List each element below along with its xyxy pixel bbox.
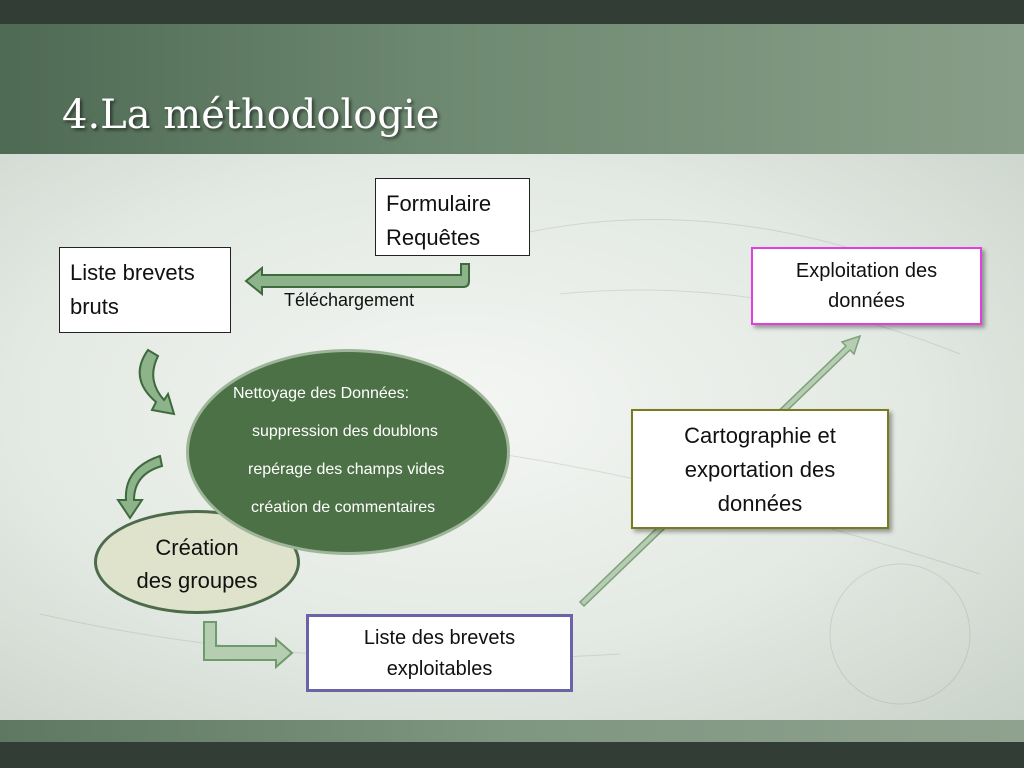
formulaire-requetes-box: Formulaire Requêtes [375,178,530,256]
liste-brevets-bruts-box: Liste brevets bruts [59,247,231,333]
cartographie-box: Cartographie et exportation des données [631,409,889,529]
footer-band [0,720,1024,742]
nettoyage-item: suppression des doublons [252,423,438,440]
nettoyage-item: création de commentaires [251,499,436,516]
groupes-line2: des groupes [136,568,258,593]
liste-bruts-line2: bruts [70,294,119,319]
exploitation-line1: Exploitation des [795,260,938,282]
liste-brevets-exploitables-box: Liste des brevets exploitables [306,614,573,692]
exploitables-line1: Liste des brevets [363,627,516,649]
slide-title: 4.La méthodologie [62,92,440,138]
curved-arrow-nettoyage-to-groupes [116,454,164,520]
telechargement-label: Téléchargement [284,290,415,310]
top-strip [0,0,1024,24]
bent-arrow-groupes-to-exploitables [203,621,294,670]
nettoyage-heading: Nettoyage des Données: [233,385,410,402]
formulaire-line2: Requêtes [386,225,481,250]
carto-line3: données [717,491,803,516]
carto-line1: Cartographie et [684,423,836,448]
telechargement-arrow [244,263,470,297]
formulaire-line1: Formulaire [386,191,492,216]
bottom-strip [0,742,1024,768]
exploitables-line2: exploitables [386,658,493,680]
groupes-line1: Création [155,535,239,560]
nettoyage-item: repérage des champs vides [248,461,445,478]
nettoyage-donnees-ellipse: Nettoyage des Données: suppression des d… [186,349,510,555]
header-band [0,24,1024,154]
curved-arrow-bruts-to-nettoyage [138,348,176,416]
liste-bruts-line1: Liste brevets [70,260,195,285]
exploitation-donnees-box: Exploitation des données [751,247,982,325]
carto-line2: exportation des [684,457,836,482]
exploitation-line2: données [828,290,905,312]
